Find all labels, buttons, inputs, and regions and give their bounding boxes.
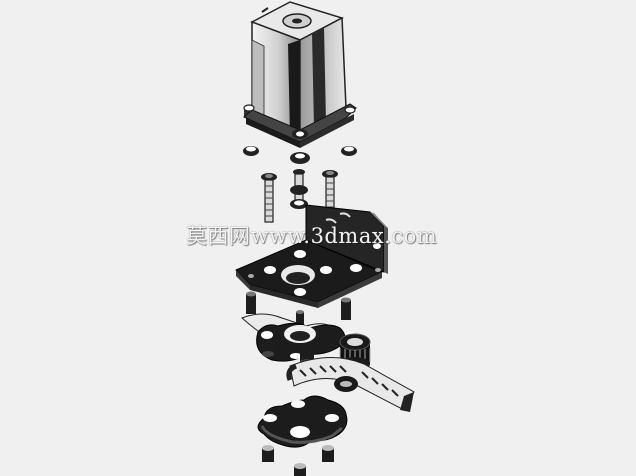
washers-top	[243, 146, 357, 164]
bottom-nuts	[262, 445, 334, 476]
watermark-text: 莫西网www.3dmax.com	[186, 224, 438, 248]
bearing-plate	[257, 395, 348, 448]
stepper-motor	[243, 1, 357, 148]
idler-plate	[241, 313, 355, 365]
spacer-nuts	[246, 291, 351, 328]
mounting-bracket	[235, 204, 388, 308]
timing-belt	[286, 356, 415, 412]
motor-screws	[261, 169, 338, 223]
